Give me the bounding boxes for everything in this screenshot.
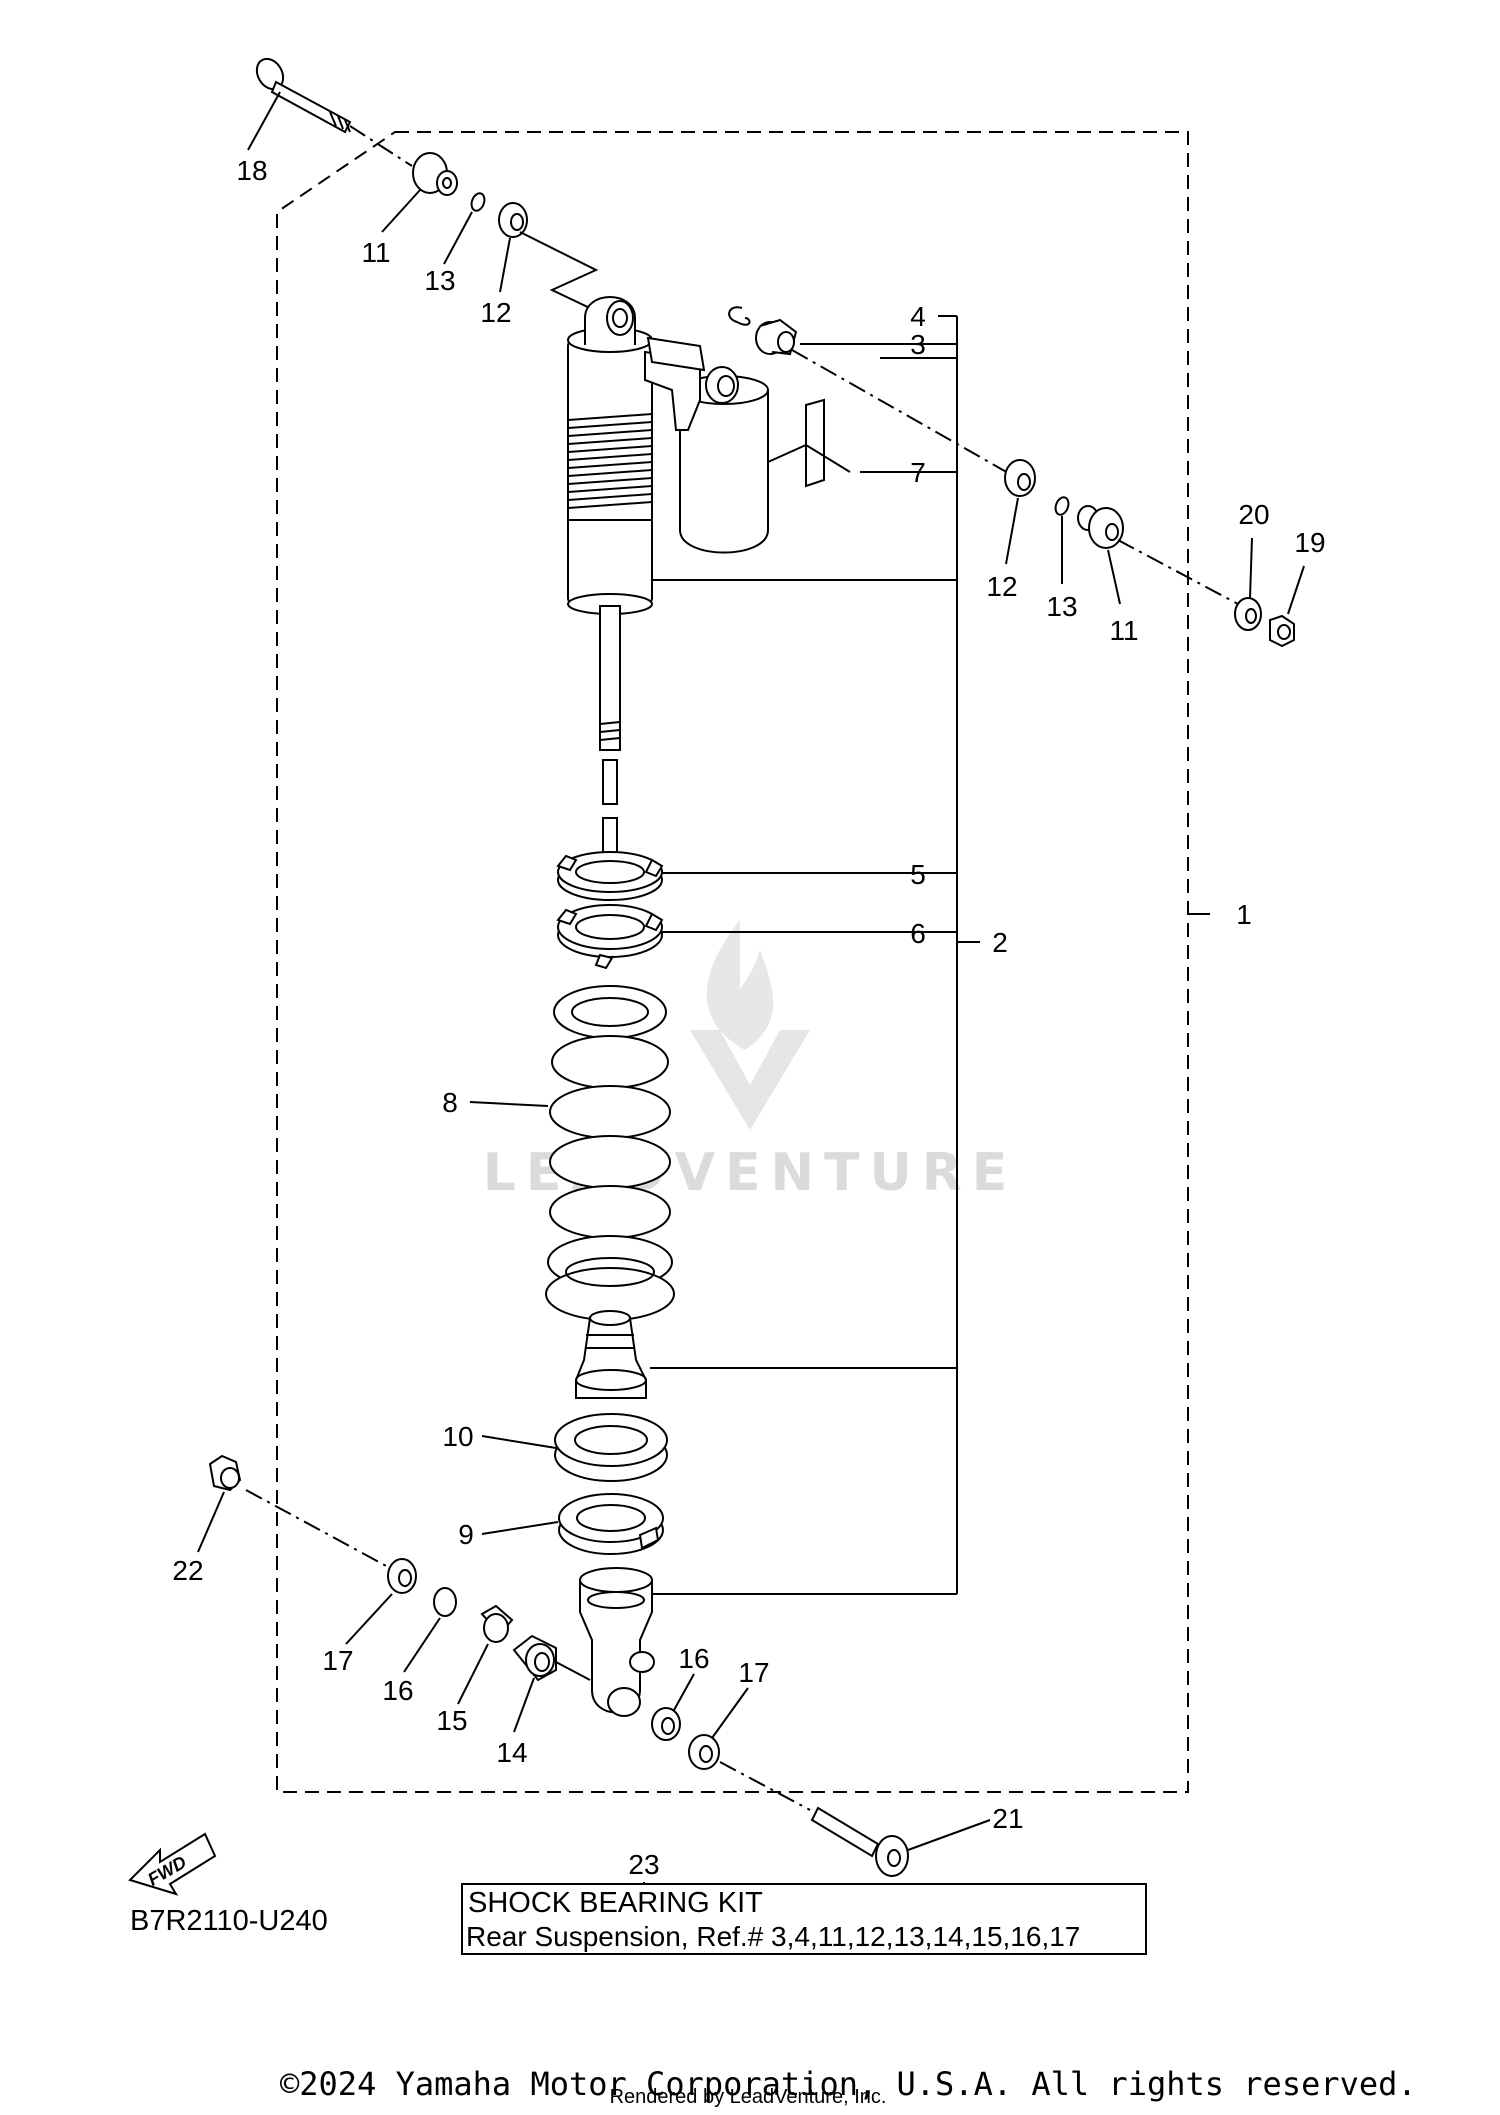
- callout-17-right: 17: [738, 1657, 769, 1688]
- collar-11-right: [1077, 505, 1124, 549]
- callout-5: 5: [910, 859, 926, 890]
- lower-clevis: [579, 1567, 655, 1717]
- piston-rod: [599, 605, 621, 863]
- callout-9: 9: [458, 1519, 474, 1550]
- nut-19: [1269, 614, 1295, 648]
- collar-15: [480, 1604, 514, 1643]
- bearing-14: [512, 1634, 557, 1682]
- rendered-by-text: Rendered by LeadVenture, Inc.: [610, 2086, 887, 2108]
- spring-8: [545, 985, 675, 1321]
- adjuster-nut-6: [556, 904, 664, 970]
- o-ring-13-right: [1054, 496, 1070, 516]
- callout-2: 2: [992, 927, 1008, 958]
- fwd-arrow-icon: FWD: [128, 1832, 217, 1896]
- nut-22: [208, 1454, 242, 1492]
- shock-body: [567, 296, 653, 615]
- bushing-16-left: [433, 1587, 457, 1617]
- washer-20: [1234, 597, 1262, 631]
- bushing-16-right: [651, 1707, 681, 1741]
- callout-14: 14: [496, 1737, 527, 1768]
- callout-1: 1: [1236, 899, 1252, 930]
- callout-19: 19: [1294, 527, 1325, 558]
- assembly-outline: [276, 131, 1189, 1793]
- bolt-21: [810, 1806, 909, 1877]
- callout-11-top: 11: [361, 237, 390, 268]
- collar-11-top: [412, 152, 458, 196]
- callout-12-right: 12: [986, 571, 1017, 602]
- callout-16-right: 16: [678, 1643, 709, 1674]
- copyright-text: ©2024 Yamaha Motor Corporation, U.S.A. A…: [280, 2065, 1417, 2103]
- callout-23: 23: [628, 1849, 659, 1880]
- callout-11-right: 11: [1109, 615, 1138, 646]
- shock-bearing-kit-box: SHOCK BEARING KIT Rear Suspension, Ref.#…: [461, 1883, 1147, 1955]
- reservoir: [644, 336, 769, 554]
- kit-subtitle: Rear Suspension, Ref.# 3,4,11,12,13,14,1…: [466, 1921, 1080, 1952]
- o-ring-13-top: [470, 192, 486, 212]
- kit-title: SHOCK BEARING KIT: [468, 1887, 763, 1919]
- bearing-12-right: [1004, 459, 1036, 497]
- spring-guide-10: [554, 1413, 668, 1482]
- callout-18: 18: [236, 155, 267, 186]
- callout-6: 6: [910, 918, 926, 949]
- diagram-code: B7R2110-U240: [130, 1905, 328, 1937]
- lock-nut-5: [556, 851, 664, 901]
- spring-seat-9: [558, 1493, 664, 1555]
- callout-3: 3: [910, 329, 926, 360]
- callout-4: 4: [910, 301, 926, 332]
- bump-rubber: [575, 1310, 647, 1399]
- label-plate-7: [805, 398, 825, 488]
- washer-17-right: [688, 1734, 720, 1770]
- callout-15: 15: [436, 1705, 467, 1736]
- callout-7: 7: [910, 457, 926, 488]
- circlip-4: [728, 306, 751, 326]
- callout-17-left: 17: [322, 1645, 353, 1676]
- callout-labels: 1 2 3 4 5 6 7 8 9 10 11 11 12 12 13 13 1…: [172, 155, 1325, 1880]
- reference-bracket: [650, 315, 1210, 1595]
- callout-12-top: 12: [480, 297, 511, 328]
- callout-16-left: 16: [382, 1675, 413, 1706]
- leader-lines: [197, 91, 1305, 1898]
- bushing-3: [755, 318, 798, 356]
- callout-13-right: 13: [1046, 591, 1077, 622]
- bearing-12-top: [498, 202, 528, 238]
- callout-21: 21: [992, 1803, 1023, 1834]
- callout-13-top: 13: [424, 265, 455, 296]
- washer-17-left: [387, 1558, 417, 1594]
- callout-22: 22: [172, 1555, 203, 1586]
- callout-8: 8: [442, 1087, 458, 1118]
- bolt-18: [255, 57, 352, 134]
- callout-10: 10: [442, 1421, 473, 1452]
- callout-20: 20: [1238, 499, 1269, 530]
